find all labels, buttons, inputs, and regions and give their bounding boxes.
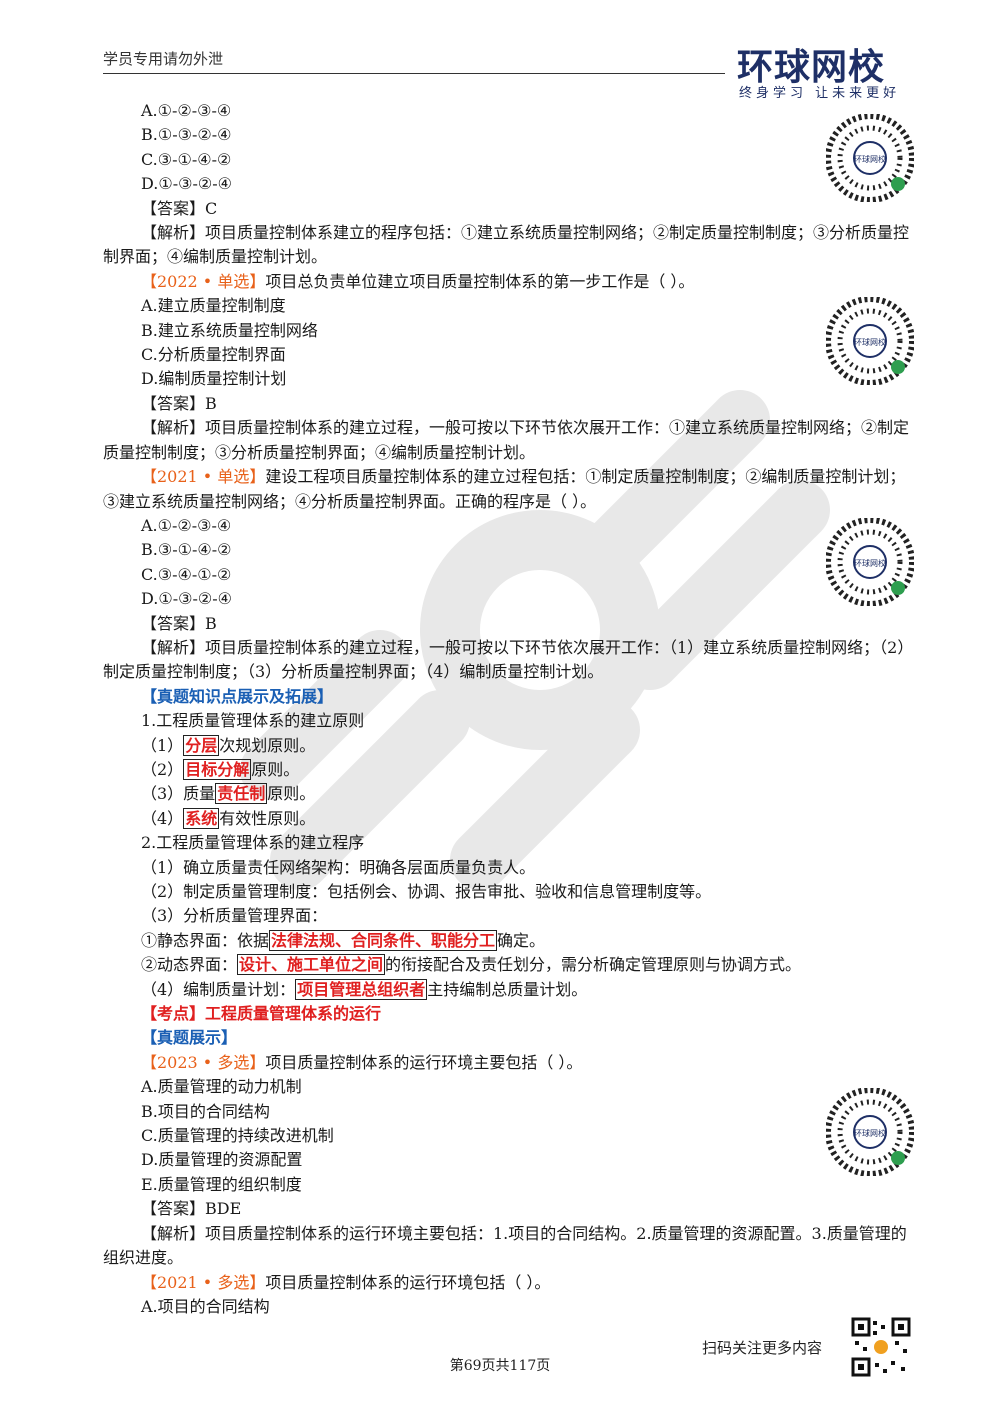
answer: 【答案】C — [141, 198, 218, 218]
option: B.①-③-②-④ — [141, 125, 232, 145]
logo-text: 环球网校 — [737, 47, 886, 88]
question: 【2022 • 单选】项目总负责单位建立项目质量控制体系的第一步工作是（ ）。 — [103, 270, 918, 294]
principle-item: （2）目标分解原则。 — [141, 758, 300, 780]
option: A.项目的合同结构 — [141, 1296, 270, 1316]
qr-code-icon[interactable]: 环球网校 — [826, 518, 914, 606]
page-number: 第69页共117页 — [449, 1358, 551, 1374]
header-divider — [103, 73, 725, 74]
key-term: 系统 — [183, 807, 220, 829]
option: A.质量管理的动力机制 — [141, 1077, 302, 1097]
qr-label: 环球网校 — [854, 558, 886, 568]
answer: 【答案】B — [141, 613, 217, 633]
question: 【2021 • 多选】项目质量控制体系的运行环境包括（ ）。 — [103, 1271, 918, 1295]
analysis: 【解析】项目质量控制体系的运行环境主要包括：1.项目的合同结构。2.质量管理的资… — [103, 1223, 907, 1268]
answer: 【答案】BDE — [141, 1199, 242, 1219]
question-text: 建设工程项目质量控制体系的建立过程包括：①制定质量控制制度；②编制质量控制计划；… — [103, 467, 906, 511]
static-interface: ①静态界面：依据法律法规、合同条件、职能分工确定。 — [141, 929, 546, 951]
qr-code-icon[interactable]: 环球网校 — [826, 114, 914, 202]
qr-label: 环球网校 — [854, 154, 886, 164]
option: A.①-②-③-④ — [141, 515, 232, 535]
analysis: 【解析】项目质量控制体系的建立过程，一般可按以下环节依次展开工作：①建立系统质量… — [103, 418, 910, 462]
option: C.③-①-④-② — [141, 149, 232, 169]
option: C.质量管理的持续改进机制 — [141, 1126, 334, 1146]
footer-qr-code-icon[interactable] — [851, 1317, 911, 1377]
qr-label: 环球网校 — [854, 337, 886, 347]
document-body: A.①-②-③-④ B.①-③-②-④ C.③-①-④-② D.①-③-②-④ … — [103, 99, 918, 1319]
answer: 【答案】B — [141, 393, 217, 413]
question-text: 项目质量控制体系的运行环境包括（ ）。 — [265, 1272, 551, 1292]
analysis: 【解析】项目质量控制体系建立的程序包括：①建立系统质量控制网络；②制定质量控制制… — [103, 223, 910, 267]
procedure-step: （3）分析质量管理界面： — [141, 906, 328, 926]
qr-code-icon[interactable]: 环球网校 — [826, 1088, 914, 1176]
option: A.①-②-③-④ — [141, 101, 232, 120]
question-tag: 【2022 • 单选】 — [141, 271, 266, 291]
option: D.①-③-②-④ — [141, 174, 232, 194]
section-heading: 【真题知识点展示及拓展】 — [141, 686, 334, 706]
principle-item: （4）系统有效性原则。 — [141, 807, 316, 829]
option: D.编制质量控制计划 — [141, 369, 287, 389]
logo-slogan: 终身学习 让未来更好 — [739, 86, 901, 101]
kaodian-heading: 【考点】工程质量管理体系的运行 — [141, 1004, 382, 1024]
principle-item: （1）分层次规划原则。 — [141, 734, 316, 756]
question-text: 项目总负责单位建立项目质量控制体系的第一步工作是（ ）。 — [265, 271, 695, 291]
qr-label: 环球网校 — [854, 1128, 886, 1138]
question: 【2023 • 多选】项目质量控制体系的运行环境主要包括（ ）。 — [103, 1051, 918, 1075]
key-term: 设计、施工单位之间 — [237, 954, 386, 976]
zhenti-heading: 【真题展示】 — [141, 1028, 238, 1048]
question-tag: 【2021 • 多选】 — [141, 1272, 266, 1292]
principles-title: 1.工程质量管理体系的建立原则 — [141, 711, 365, 731]
option: B.项目的合同结构 — [141, 1101, 270, 1121]
procedure-title: 2.工程质量管理体系的建立程序 — [141, 833, 365, 853]
key-term: 项目管理总组织者 — [295, 978, 428, 1000]
question-tag: 【2021 • 单选】 — [141, 467, 266, 487]
brand-logo: 环球网校 终身学习 让未来更好 — [737, 38, 917, 101]
analysis: 【解析】项目质量控制体系的建立过程，一般可按以下环节依次展开工作：（1）建立系统… — [103, 637, 914, 682]
qr-code-icon[interactable]: 环球网校 — [826, 297, 914, 385]
option: D.质量管理的资源配置 — [141, 1150, 303, 1170]
principle-item: （3）质量责任制原则。 — [141, 783, 316, 805]
quality-plan: （4）编制质量计划：项目管理总组织者主持编制总质量计划。 — [141, 978, 588, 1000]
option: D.①-③-②-④ — [141, 589, 232, 609]
key-term: 目标分解 — [183, 758, 252, 780]
procedure-step: （1）确立质量责任网络架构：明确各层面质量负责人。 — [141, 857, 536, 877]
option: A.建立质量控制制度 — [141, 296, 286, 316]
option: B.③-①-④-② — [141, 540, 232, 560]
scan-prompt: 扫码关注更多内容 — [702, 1340, 823, 1357]
dynamic-interface: ②动态界面：设计、施工单位之间的衔接配合及责任划分，需分析确定管理原则与协调方式… — [141, 954, 802, 976]
procedure-step: （2）制定质量管理制度：包括例会、协调、报告审批、验收和信息管理制度等。 — [141, 882, 712, 901]
question-tag: 【2023 • 多选】 — [141, 1052, 266, 1072]
question: 【2021 • 单选】建设工程项目质量控制体系的建立过程包括：①制定质量控制制度… — [103, 465, 918, 514]
header-notice: 学员专用请勿外泄 — [103, 51, 224, 68]
key-term: 分层 — [183, 734, 220, 756]
option: C.③-④-①-② — [141, 564, 232, 584]
question-text: 项目质量控制体系的运行环境主要包括（ ）。 — [265, 1052, 583, 1072]
option: E.质量管理的组织制度 — [141, 1174, 302, 1194]
option: C.分析质量控制界面 — [141, 345, 286, 365]
key-term: 法律法规、合同条件、职能分工 — [269, 929, 498, 951]
key-term: 责任制 — [215, 783, 268, 805]
option: B.建立系统质量控制网络 — [141, 320, 318, 340]
